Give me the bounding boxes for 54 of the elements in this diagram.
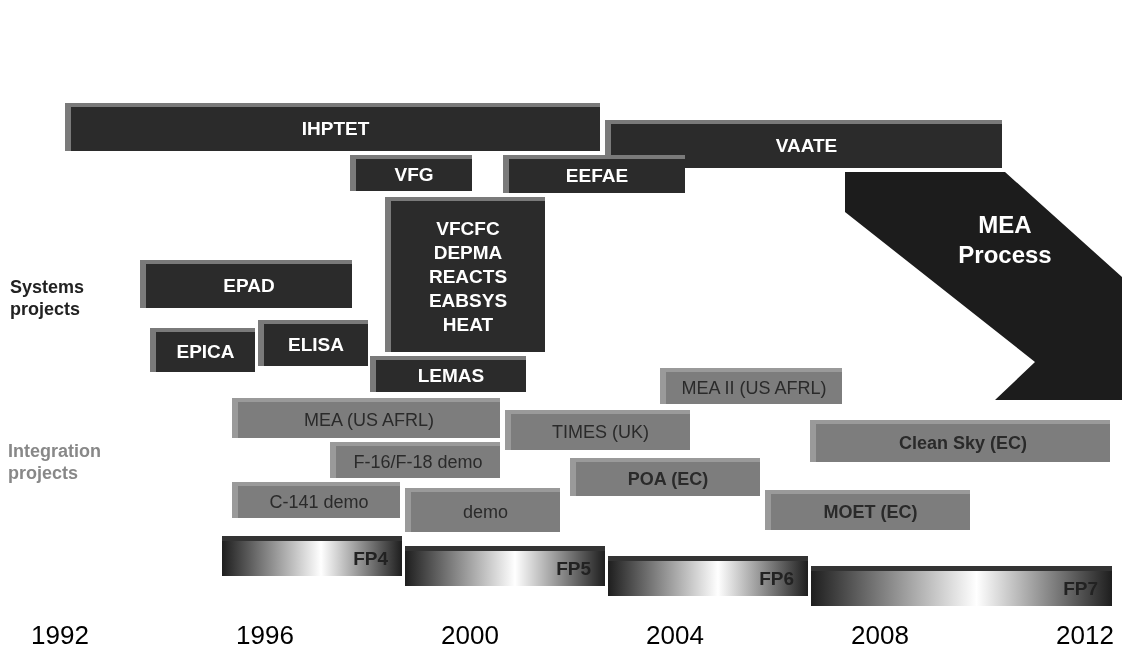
- bar-label: F-16/F-18 demo: [353, 451, 483, 474]
- project-bar: [232, 482, 400, 518]
- programme-bar: [811, 566, 1112, 606]
- programme-bar: [405, 546, 605, 586]
- year-label: 1992: [30, 620, 90, 651]
- bar-label: IHPTET: [301, 117, 370, 141]
- bar-label: TIMES (UK): [552, 421, 649, 444]
- project-bar: [505, 410, 690, 450]
- year-label: 2012: [1055, 620, 1115, 651]
- year-label: 2004: [645, 620, 705, 651]
- bar-label: Clean Sky (EC): [898, 432, 1027, 455]
- bar-label: ELISA: [288, 333, 344, 357]
- project-bar: [330, 442, 500, 478]
- bar-label: EEFAE: [565, 164, 629, 188]
- project-bar: [150, 328, 255, 372]
- process-chevron-band: [845, 172, 1122, 400]
- bar-label: VAATE: [775, 134, 838, 158]
- programme-bar: [608, 556, 808, 596]
- bar-label: MOET (EC): [823, 501, 918, 524]
- project-bar: [765, 490, 970, 530]
- bar-label: DEPMA: [433, 240, 503, 265]
- project-bar: [660, 368, 842, 404]
- project-bar: [570, 458, 760, 496]
- project-bar: [258, 320, 368, 366]
- group-label: Integration projects: [8, 440, 102, 484]
- bar-label: LEMAS: [417, 364, 485, 388]
- project-bar: [350, 155, 472, 191]
- group-label: Systems projects: [10, 276, 86, 320]
- project-bar: [385, 197, 545, 352]
- arrow-label: MEA Process: [957, 210, 1053, 270]
- bar-label: EPAD: [223, 274, 275, 298]
- project-bar: [140, 260, 352, 308]
- year-label: 1996: [235, 620, 295, 651]
- bar-label: EABSYS: [428, 288, 508, 313]
- project-bar: [405, 488, 560, 532]
- project-bar: [503, 155, 685, 193]
- bar-label: POA (EC): [627, 468, 709, 491]
- bar-label: HEAT: [442, 312, 494, 337]
- bar-label: VFCFC: [436, 216, 500, 241]
- project-bar: [232, 398, 500, 438]
- year-label: 2000: [440, 620, 500, 651]
- bar-label: MEA II (US AFRL): [681, 377, 827, 400]
- project-bar: [65, 103, 600, 151]
- bar-label: REACTS: [428, 264, 508, 289]
- project-bar: [370, 356, 526, 392]
- programme-bar: [222, 536, 402, 576]
- bar-label: VFG: [394, 163, 434, 187]
- project-bar: [810, 420, 1110, 462]
- bar-label: EPICA: [176, 340, 235, 364]
- bar-label: C-141 demo: [269, 491, 369, 514]
- year-label: 2008: [850, 620, 910, 651]
- bar-label: demo: [463, 501, 508, 524]
- bar-label: MEA (US AFRL): [304, 409, 434, 432]
- project-bar: [605, 120, 1002, 168]
